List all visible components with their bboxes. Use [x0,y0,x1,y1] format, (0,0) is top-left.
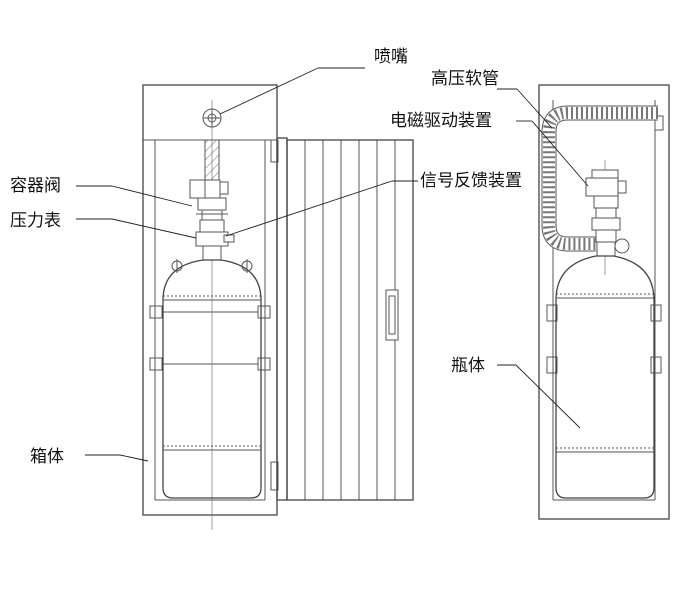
label-cabinet: 箱体 [30,447,64,467]
leader-lines [76,67,589,462]
label-cylinder: 瓶体 [451,356,485,376]
left-hose [204,139,220,181]
label-solenoid-driver: 电磁驱动装置 [390,111,492,131]
nozzle-icon [202,108,222,128]
right-hose [541,105,658,252]
left-valve-assembly [189,179,235,261]
label-pressure-gauge: 压力表 [10,211,61,231]
right-cylinder [555,255,655,499]
right-cabinet [538,84,670,520]
label-nozzle: 喷嘴 [374,47,408,67]
cabinet-door [270,137,414,501]
label-high-pressure-hose: 高压软管 [431,69,499,89]
label-container-valve: 容器阀 [10,176,61,196]
label-feedback-device: 信号反馈装置 [420,171,522,191]
left-cylinder [162,259,262,499]
